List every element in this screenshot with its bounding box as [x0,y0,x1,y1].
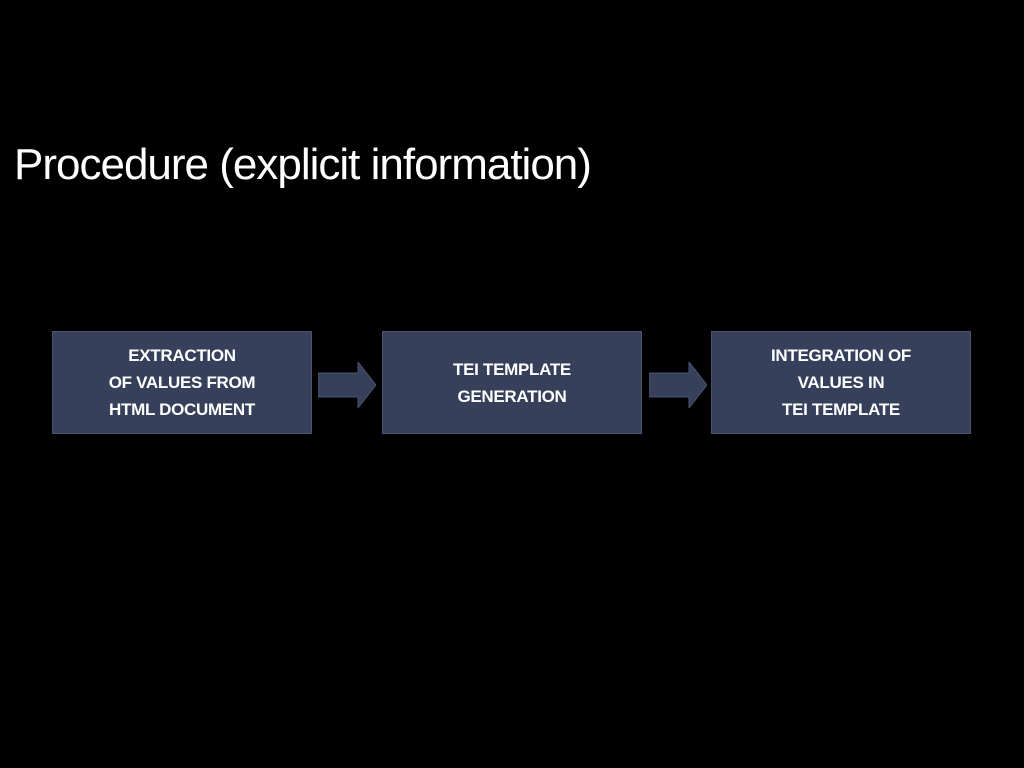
step-label-integration: INTEGRATION OF VALUES IN TEI TEMPLATE [771,346,911,419]
step-box-template-generation: TEI TEMPLATE GENERATION [382,331,642,434]
step-box-extraction: EXTRACTION OF VALUES FROM HTML DOCUMENT [52,331,312,434]
arrow-right-icon [318,362,376,408]
step-box-integration: INTEGRATION OF VALUES IN TEI TEMPLATE [711,331,971,434]
arrow-right-icon [649,362,707,408]
step-label-template-generation: TEI TEMPLATE GENERATION [453,359,571,406]
slide-title: Procedure (explicit information) [14,140,592,189]
step-label-extraction: EXTRACTION OF VALUES FROM HTML DOCUMENT [108,346,256,419]
